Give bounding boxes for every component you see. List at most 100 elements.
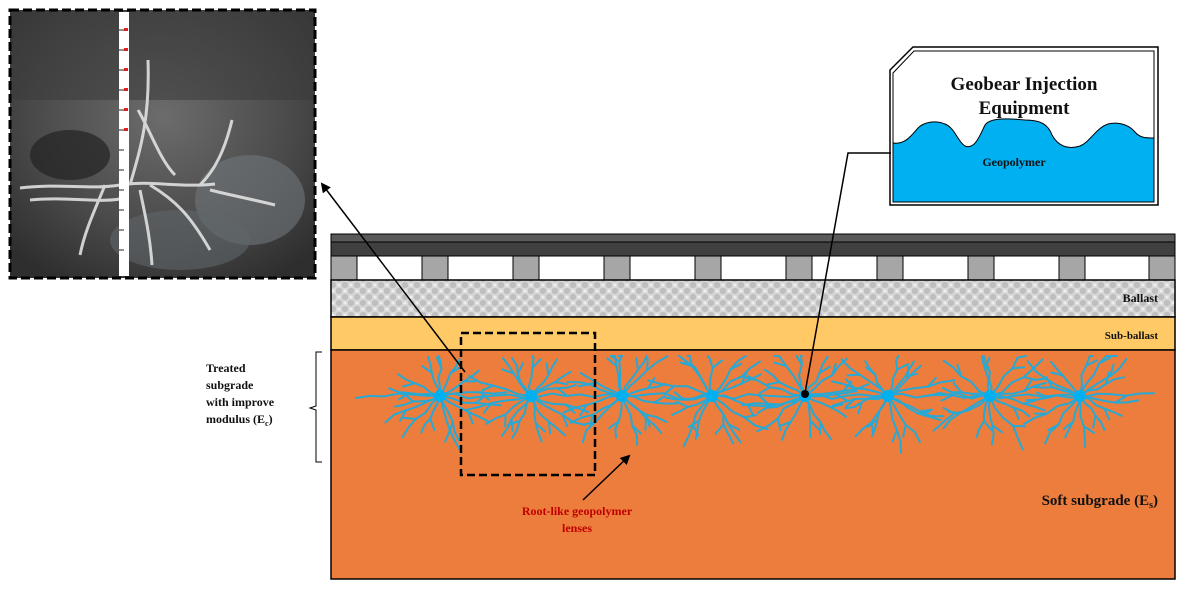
root-branch bbox=[1103, 407, 1111, 421]
root-strand bbox=[804, 395, 848, 418]
root-branch bbox=[1012, 406, 1020, 420]
root-branch bbox=[608, 420, 620, 430]
root-strand bbox=[621, 395, 678, 405]
root-branch bbox=[743, 413, 758, 419]
root-strand bbox=[1031, 385, 1081, 397]
root-branch bbox=[545, 362, 550, 377]
root-strand bbox=[527, 355, 535, 397]
root-strand bbox=[671, 395, 713, 416]
root-branch bbox=[653, 395, 666, 404]
lenses-label-2: lenses bbox=[562, 521, 592, 535]
root-branch bbox=[531, 358, 542, 369]
root-branch bbox=[516, 361, 524, 375]
lenses-label-1: Root-like geopolymer bbox=[522, 504, 633, 518]
root-branch bbox=[1092, 414, 1097, 429]
root-branch bbox=[561, 413, 569, 427]
root-strand bbox=[989, 395, 1024, 451]
root-branch bbox=[834, 393, 848, 402]
soft-subgrade-label: Soft subgrade (Es) bbox=[1042, 493, 1158, 511]
injection-node bbox=[706, 390, 718, 402]
root-strand bbox=[989, 395, 1046, 412]
root-strand bbox=[562, 395, 623, 414]
root-strand bbox=[1079, 395, 1106, 431]
root-strand bbox=[439, 369, 480, 397]
root-branch bbox=[747, 404, 755, 417]
root-branch bbox=[818, 365, 831, 374]
root-branch bbox=[554, 381, 568, 386]
root-strand bbox=[394, 395, 441, 408]
root-strand bbox=[682, 395, 713, 448]
root-branch bbox=[766, 381, 781, 386]
root-strand bbox=[420, 395, 441, 434]
root-strand bbox=[686, 355, 713, 397]
root-branch bbox=[1011, 366, 1026, 370]
root-strand bbox=[647, 379, 713, 397]
root-strand bbox=[989, 395, 1031, 418]
root-strand bbox=[832, 395, 889, 407]
root-strand bbox=[887, 360, 915, 397]
rail-top bbox=[330, 233, 1176, 243]
root-branch bbox=[809, 419, 820, 431]
lenses-arrow bbox=[582, 454, 631, 501]
subballast-label: Sub-ballast bbox=[1105, 330, 1159, 342]
root-strand bbox=[388, 387, 441, 397]
root-strand bbox=[1079, 376, 1125, 397]
root-branch bbox=[940, 394, 954, 402]
root-branch bbox=[1036, 391, 1049, 399]
root-strand bbox=[511, 357, 532, 397]
root-branch bbox=[1109, 363, 1115, 377]
root-branch bbox=[714, 423, 725, 435]
root-strand bbox=[621, 395, 663, 434]
root-strand bbox=[711, 395, 735, 445]
root-strand bbox=[887, 395, 921, 443]
root-branch bbox=[1104, 371, 1110, 386]
root-strand bbox=[439, 395, 461, 442]
subballast-layer bbox=[330, 316, 1176, 351]
sleeper bbox=[512, 255, 540, 281]
root-branch bbox=[663, 385, 675, 395]
root-strand bbox=[797, 355, 806, 397]
sleeper bbox=[603, 255, 631, 281]
root-strand bbox=[840, 358, 889, 397]
sleeper bbox=[421, 255, 449, 281]
root-strand bbox=[982, 355, 993, 397]
root-strand bbox=[530, 395, 587, 426]
sleeper bbox=[876, 255, 904, 281]
root-branch bbox=[758, 386, 771, 395]
root-branch bbox=[778, 421, 792, 428]
root-strand bbox=[772, 355, 806, 397]
sleeper bbox=[1148, 255, 1176, 281]
root-branch bbox=[952, 381, 963, 394]
root-strand bbox=[711, 395, 769, 431]
root-strand bbox=[864, 360, 889, 397]
root-branch bbox=[829, 403, 844, 409]
root-branch bbox=[501, 368, 515, 375]
root-strand bbox=[464, 395, 532, 412]
injection-line bbox=[804, 152, 891, 394]
root-strand bbox=[989, 358, 1044, 397]
treated-line-1: Treated bbox=[206, 361, 246, 375]
root-branch bbox=[711, 359, 723, 369]
root-strand bbox=[664, 395, 713, 401]
root-strand bbox=[711, 394, 775, 408]
root-branch bbox=[429, 417, 436, 431]
root-strand bbox=[439, 395, 463, 454]
root-strand bbox=[887, 395, 942, 421]
root-strand bbox=[439, 358, 461, 397]
root-strand bbox=[468, 375, 532, 397]
injection-node bbox=[616, 390, 628, 402]
injection-node bbox=[434, 390, 446, 402]
root-strand bbox=[942, 387, 991, 397]
treated-line-3: with improve bbox=[206, 395, 275, 409]
zoom-arrow bbox=[320, 182, 466, 373]
sleeper bbox=[330, 255, 358, 281]
root-branch bbox=[579, 403, 588, 417]
root-strand bbox=[804, 390, 858, 398]
root-branch bbox=[675, 401, 689, 408]
equipment-title-2: Equipment bbox=[979, 98, 1070, 119]
root-branch bbox=[727, 423, 741, 431]
root-strand bbox=[1079, 395, 1140, 404]
root-strand bbox=[621, 355, 648, 397]
root-branch bbox=[942, 406, 956, 415]
injection-node bbox=[1074, 390, 1086, 402]
